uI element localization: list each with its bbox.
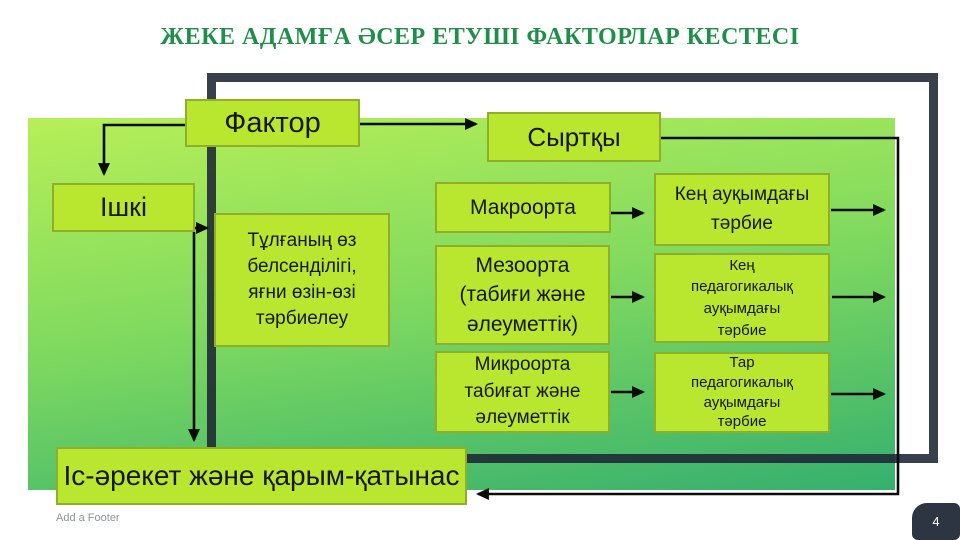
- node-ishki: Ішкі: [52, 183, 195, 232]
- node-ken-ped: Кең педагогикалық ауқымдағы тәрбие: [654, 253, 830, 343]
- node-is-areket: Іс-әрекет және қарым-қатынас: [56, 447, 467, 505]
- node-mikroorta: Микроорта табиғат және әлеуметтік: [435, 351, 610, 433]
- page-number-badge: 4: [912, 503, 960, 540]
- node-mezoorta: Мезоорта (табиғи және әлеуметтік): [435, 245, 610, 345]
- node-ken-aukym: Кең ауқымдағы тәрбие: [654, 173, 830, 246]
- node-tulga: Тұлғаның өз белсенділігі, яғни өзін-өзі …: [214, 213, 390, 347]
- slide-title: ЖЕКЕ АДАМҒА ӘСЕР ЕТУШІ ФАКТОРЛАР КЕСТЕСІ: [160, 24, 800, 50]
- node-tar-ped: Тар педагогикалық ауқымдағы тәрбие: [654, 352, 830, 433]
- node-syrtky: Сыртқы: [487, 112, 661, 162]
- footer-placeholder: Add a Footer: [56, 512, 120, 524]
- page-number: 4: [932, 514, 940, 529]
- node-makroorta: Макроорта: [435, 182, 611, 233]
- node-faktor: Фактор: [185, 99, 360, 147]
